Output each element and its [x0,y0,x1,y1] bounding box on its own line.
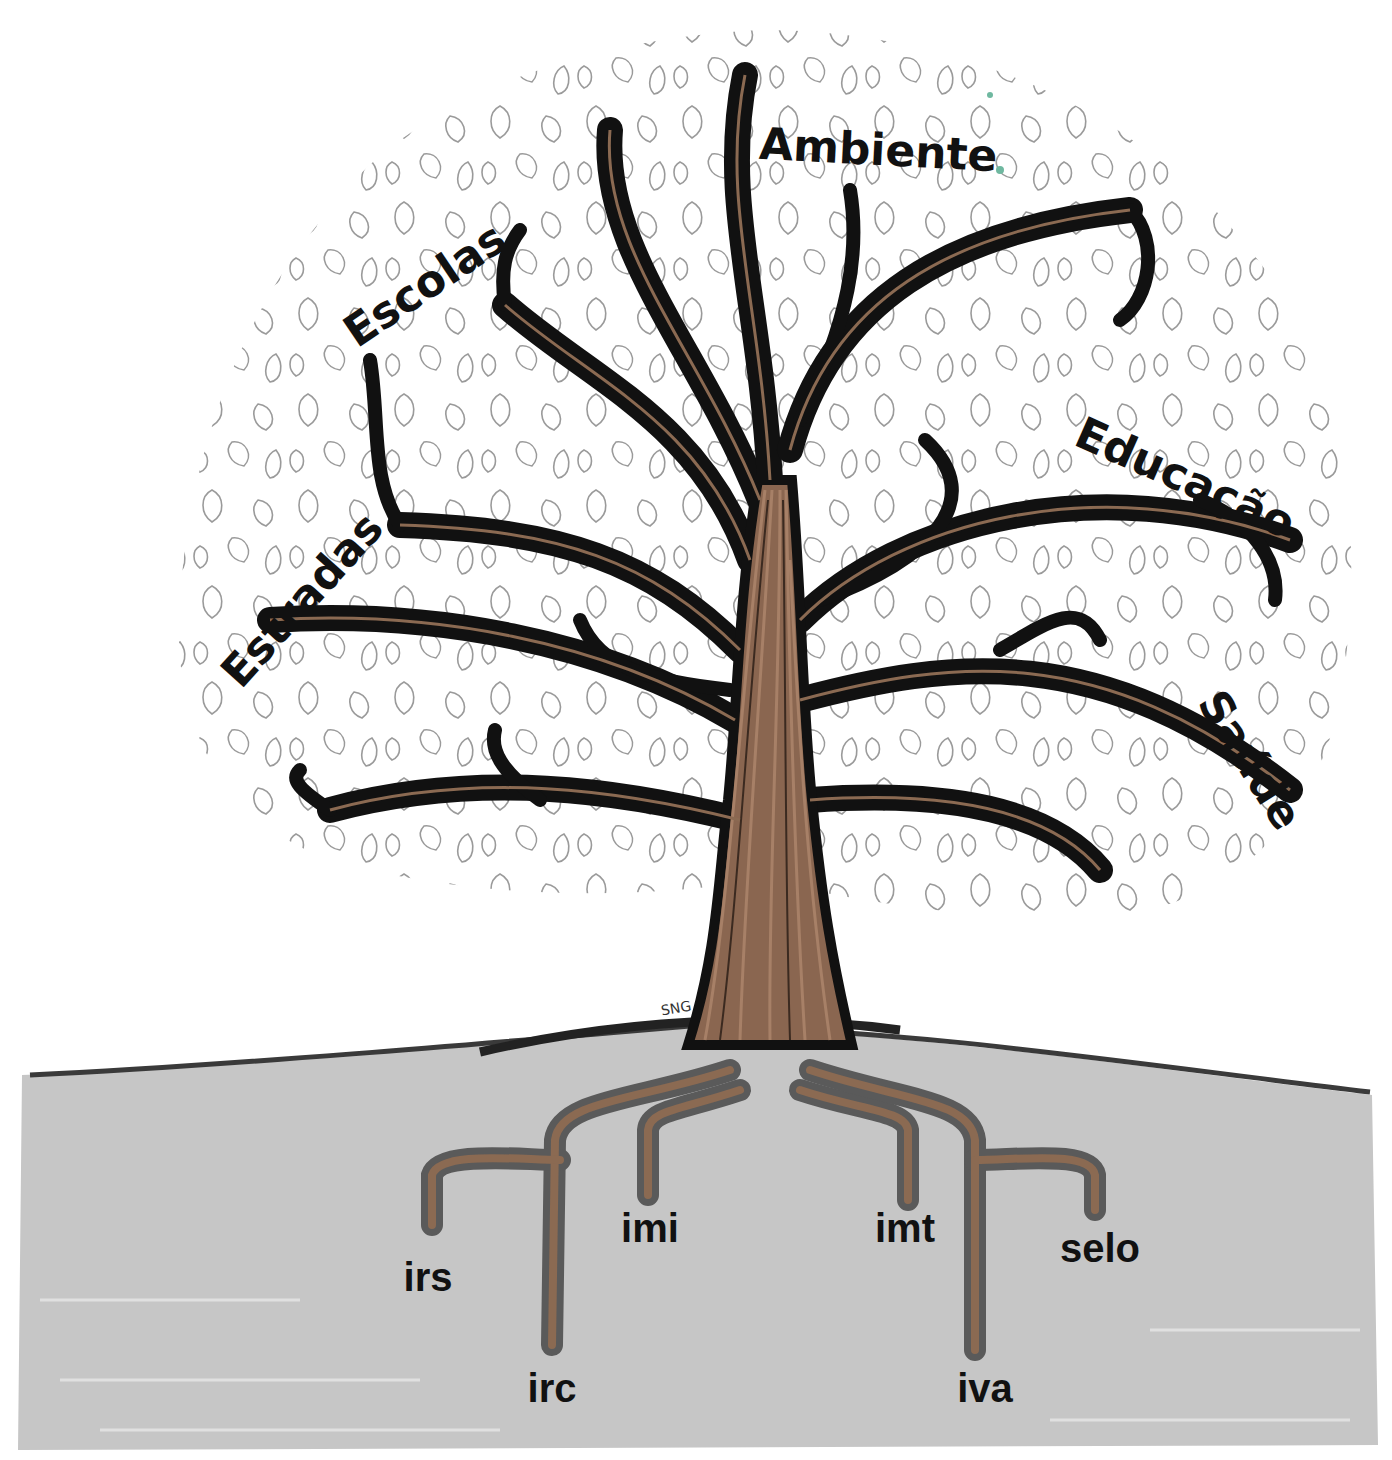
branch-label: Ambiente [758,122,999,178]
root-label: selo [1060,1228,1140,1268]
root-label: imi [621,1208,679,1248]
root-label: irs [404,1257,453,1297]
signature: SNG [660,998,692,1017]
root-label: imt [875,1208,935,1248]
root-label: iva [957,1368,1013,1408]
root-label: irc [528,1368,577,1408]
